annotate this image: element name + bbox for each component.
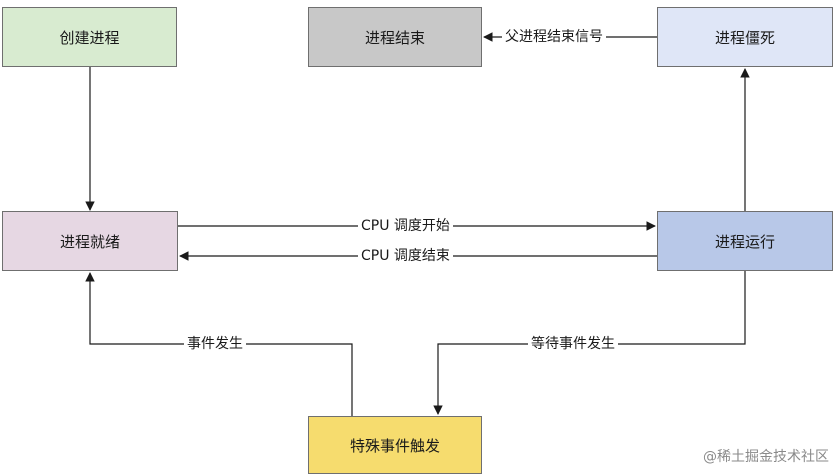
label-parent-end-signal: 父进程结束信号: [502, 28, 606, 46]
node-process-zombie: 进程僵死: [657, 7, 833, 67]
node-process-running: 进程运行: [657, 211, 833, 271]
label-cpu-schedule-end: CPU 调度结束: [358, 247, 453, 265]
label-cpu-schedule-start: CPU 调度开始: [358, 217, 453, 235]
watermark: @稀土掘金技术社区: [703, 449, 829, 465]
node-process-ready: 进程就绪: [2, 211, 178, 271]
node-create-process: 创建进程: [2, 7, 177, 67]
label-event-occurs: 事件发生: [184, 335, 246, 353]
node-special-event: 特殊事件触发: [308, 416, 482, 474]
node-process-end: 进程结束: [308, 7, 482, 67]
label-wait-event-occurs: 等待事件发生: [528, 335, 618, 353]
